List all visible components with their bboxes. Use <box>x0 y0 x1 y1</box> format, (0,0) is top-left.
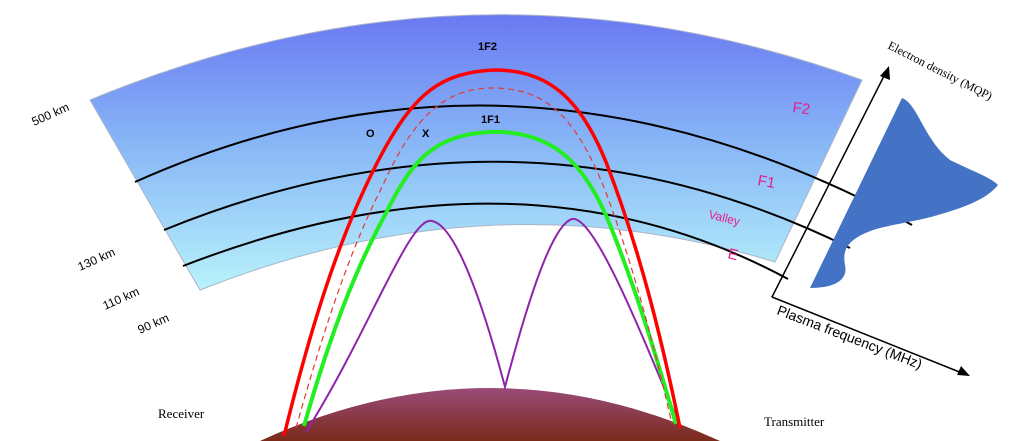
boundary-130km <box>163 160 851 249</box>
electron-density-profile <box>810 98 998 288</box>
boundary-500km <box>134 104 913 226</box>
axis-plasma-arrow <box>957 366 970 376</box>
ray-x-mode <box>295 87 673 429</box>
mode-label-1f2: 1F2 <box>478 41 497 53</box>
ray-1f1 <box>302 129 678 427</box>
layer-label-e: E <box>726 245 740 264</box>
layer-label-f1: F1 <box>756 172 776 192</box>
boundary-110km <box>182 202 789 280</box>
plasma-frequency-axis-label: Plasma frequency (MHz) <box>775 302 925 372</box>
ray-1f2 <box>282 68 682 437</box>
earth-surface <box>260 388 720 441</box>
altitude-label-90km: 90 km <box>136 311 172 337</box>
altitude-label-130km: 130 km <box>76 245 118 274</box>
altitude-label-110km: 110 km <box>101 284 142 312</box>
ray-e-layer <box>305 217 681 433</box>
mode-label-x: X <box>422 128 430 140</box>
axis-density-arrow <box>880 66 890 80</box>
mode-label-o: O <box>366 128 375 140</box>
transmitter-label: Transmitter <box>764 414 825 429</box>
axis-density-line <box>771 75 885 298</box>
altitude-label-500km: 500 km <box>30 100 72 129</box>
electron-density-axis-label: Electron density (MQP) <box>886 38 995 103</box>
ionosphere-band <box>89 14 863 291</box>
mode-label-1f1: 1F1 <box>481 114 500 126</box>
receiver-label: Receiver <box>158 406 205 421</box>
layer-label-f2: F2 <box>791 99 811 118</box>
axis-plasma-line <box>771 296 963 374</box>
